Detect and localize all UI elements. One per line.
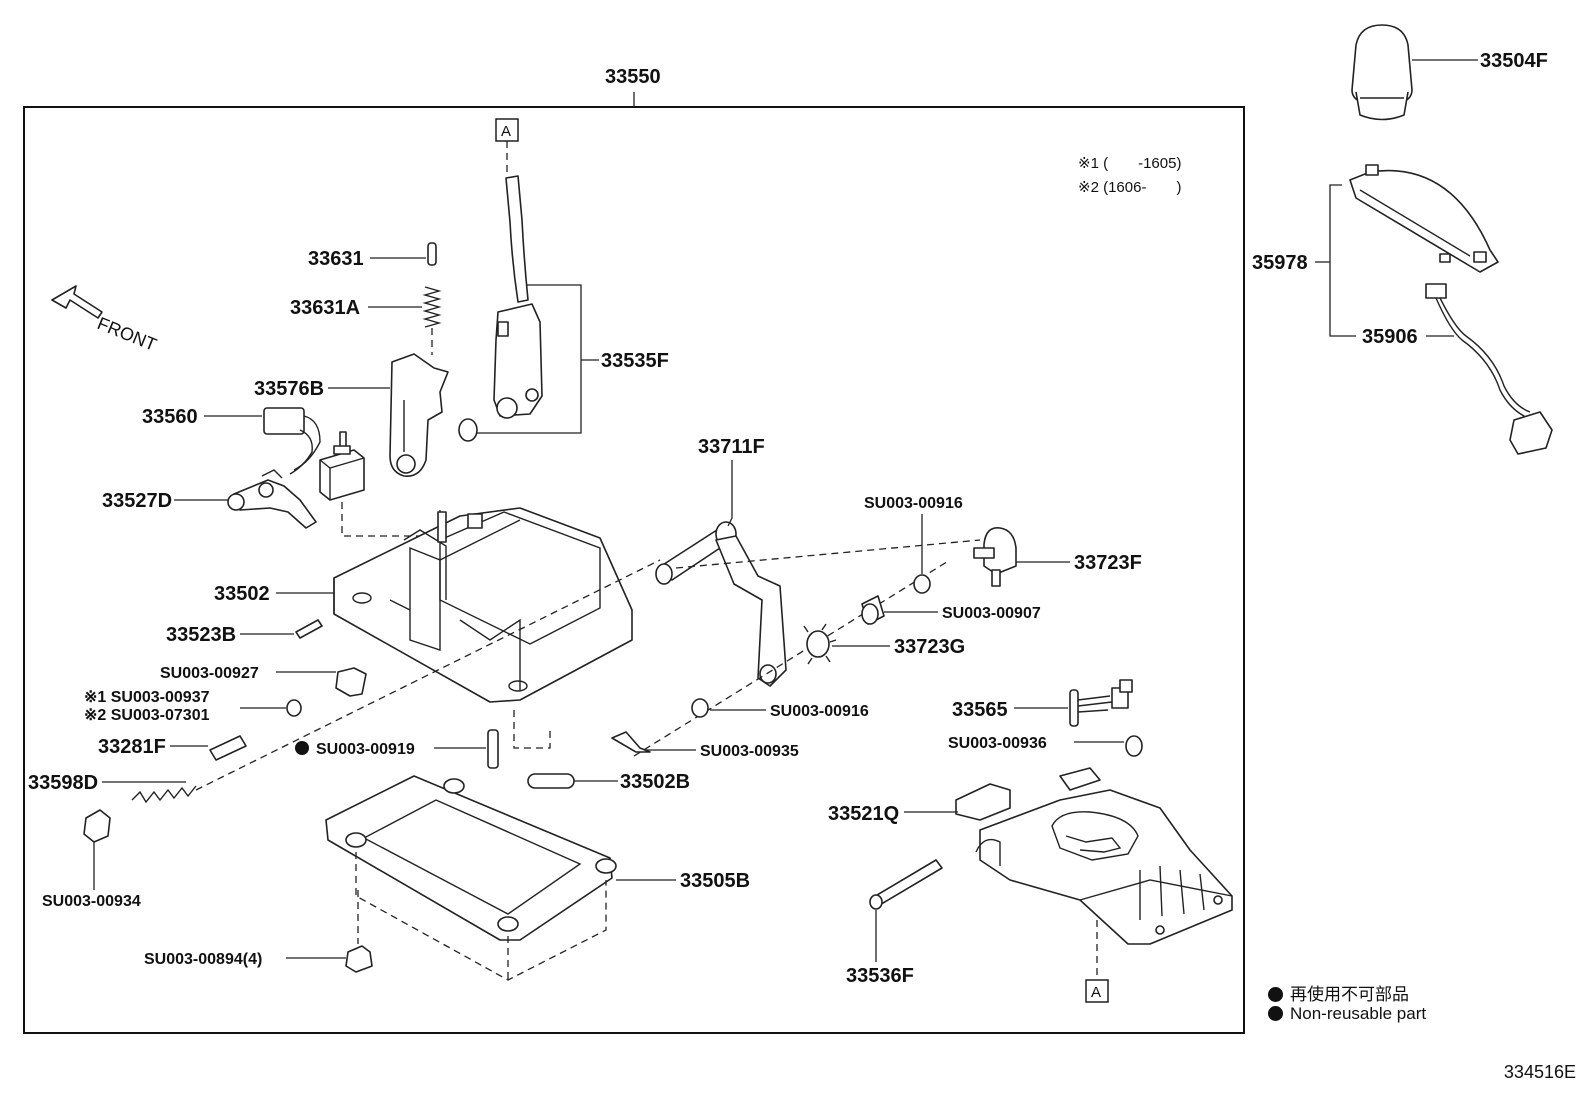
label-su00894: SU003-00894(4) bbox=[144, 951, 262, 968]
base-bracket-33502-drawing bbox=[333, 507, 633, 703]
indicator-harness-drawing bbox=[1425, 283, 1553, 455]
label-su00937: ※1 SU003-00937 bbox=[84, 689, 210, 706]
label-33527D: 33527D bbox=[102, 490, 172, 512]
washer-su00916-mid-drawing bbox=[691, 698, 709, 718]
label-33576B: 33576B bbox=[254, 378, 324, 400]
label-su00919: SU003-00919 bbox=[316, 741, 415, 758]
gate-housing-drawing bbox=[955, 767, 1233, 945]
lever-washer bbox=[458, 418, 478, 442]
non-reusable-marker bbox=[295, 741, 309, 755]
position-indicator-drawing bbox=[1349, 164, 1499, 273]
legend-en: Non-reusable part bbox=[1290, 1004, 1427, 1023]
ref-marker-bottom bbox=[1085, 979, 1109, 1003]
solenoid-33560-drawing bbox=[263, 407, 365, 501]
front-arrow-icon bbox=[51, 285, 103, 319]
ref-marker-top-label: A bbox=[501, 123, 511, 140]
gear-33723G-drawing bbox=[803, 623, 837, 665]
label-33565: 33565 bbox=[952, 699, 1008, 721]
switch-33565-drawing bbox=[1069, 679, 1133, 727]
label-33723F: 33723F bbox=[1074, 552, 1142, 574]
pin-33536F-drawing bbox=[871, 859, 943, 907]
pin-33281F-drawing bbox=[209, 735, 247, 761]
spring-33631A-drawing bbox=[422, 286, 442, 328]
plate-33505B-drawing bbox=[325, 775, 617, 941]
front-label: FRONT bbox=[95, 313, 160, 355]
label-33631A: 33631A bbox=[290, 297, 360, 319]
legend-row-en: Non-reusable part bbox=[1268, 1004, 1426, 1024]
label-33521Q: 33521Q bbox=[828, 803, 899, 825]
label-su07301: ※2 SU003-07301 bbox=[84, 707, 210, 724]
pin-33536F-head bbox=[869, 894, 883, 910]
legend-jp: 再使用不可部品 bbox=[1290, 985, 1409, 1004]
diagram-code: 334516E bbox=[1503, 1062, 1576, 1082]
label-35978: 35978 bbox=[1252, 252, 1308, 274]
pin-33631-drawing bbox=[427, 242, 437, 266]
label-su00936: SU003-00936 bbox=[948, 735, 1047, 752]
non-reusable-dot-icon bbox=[1268, 987, 1283, 1002]
label-su00934: SU003-00934 bbox=[42, 893, 141, 910]
label-33711F: 33711F bbox=[698, 436, 765, 458]
washer-su00937-drawing bbox=[286, 699, 302, 717]
bracket-33576B-drawing bbox=[389, 353, 449, 477]
label-su00927: SU003-00927 bbox=[160, 665, 259, 682]
label-su00907: SU003-00907 bbox=[942, 605, 1041, 622]
cap-su00934-drawing bbox=[83, 809, 111, 843]
label-33504F: 33504F bbox=[1480, 50, 1548, 72]
shift-knob-drawing bbox=[1351, 24, 1413, 121]
label-33560: 33560 bbox=[142, 406, 198, 428]
clip-su00927-drawing bbox=[335, 667, 367, 697]
cotter-su00935-drawing bbox=[611, 731, 651, 753]
label-33502: 33502 bbox=[214, 583, 270, 605]
note-1: ※1 ( -1605) bbox=[1078, 155, 1181, 172]
dowel-su00919-drawing bbox=[487, 729, 499, 769]
label-33631: 33631 bbox=[308, 248, 364, 270]
label-33505B: 33505B bbox=[680, 870, 750, 892]
shift-lever-drawing bbox=[493, 175, 543, 419]
bushing-su00907-drawing bbox=[861, 595, 885, 625]
grommet-33502B-drawing bbox=[527, 773, 575, 789]
washer-su00936-drawing bbox=[1125, 735, 1143, 757]
part-33723F-drawing bbox=[973, 527, 1017, 587]
label-33723G: 33723G bbox=[894, 636, 965, 658]
pin-33523B-drawing bbox=[295, 619, 323, 639]
spring-33598D-drawing bbox=[131, 785, 197, 804]
label-35906: 35906 bbox=[1362, 326, 1418, 348]
label-33523B: 33523B bbox=[166, 624, 236, 646]
non-reusable-dot-icon bbox=[1268, 1006, 1283, 1021]
label-33281F: 33281F bbox=[98, 736, 166, 758]
nut-su00894-drawing bbox=[345, 945, 373, 973]
note-2: ※2 (1606- ) bbox=[1078, 179, 1181, 196]
label-33535F: 33535F bbox=[601, 350, 669, 372]
label-33502B: 33502B bbox=[620, 771, 690, 793]
washer-su00916-top-drawing bbox=[913, 574, 931, 594]
label-33598D: 33598D bbox=[28, 772, 98, 794]
label-su00916-top: SU003-00916 bbox=[864, 495, 963, 512]
assembly-number: 33550 bbox=[605, 66, 661, 88]
label-su00916-mid: SU003-00916 bbox=[770, 703, 869, 720]
label-su00935: SU003-00935 bbox=[700, 743, 799, 760]
lever-33527D-drawing bbox=[227, 469, 317, 529]
ref-marker-bottom-label: A bbox=[1091, 984, 1101, 1001]
label-33536F: 33536F bbox=[846, 965, 914, 987]
legend-row-jp: 再使用不可部品 bbox=[1268, 980, 1409, 1005]
linkage-33711F-drawing bbox=[655, 521, 787, 687]
